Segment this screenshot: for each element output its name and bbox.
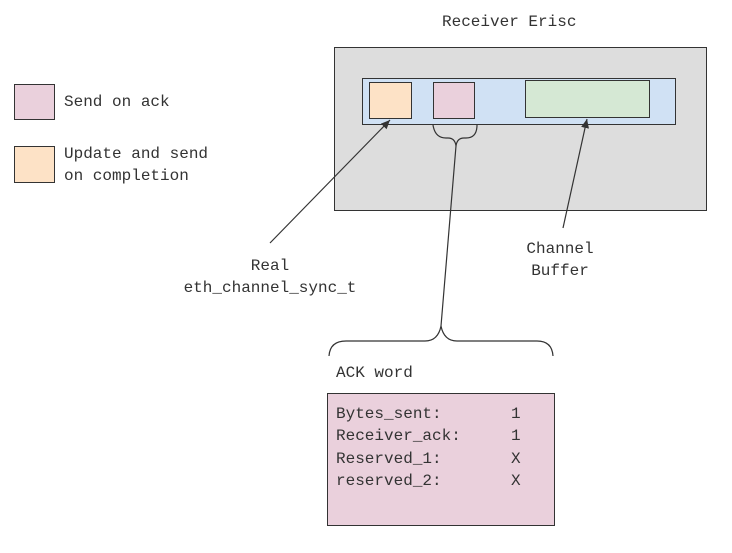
ack-field-value: 1 xyxy=(511,405,521,423)
ack-word-box xyxy=(327,393,555,526)
ack-field-name: Reserved_1: xyxy=(336,450,442,468)
arrow-to-buffer xyxy=(562,118,589,229)
ack-field-value: 1 xyxy=(511,427,521,445)
legend-swatch-send-on-ack xyxy=(14,84,55,120)
ack-field-value: X xyxy=(511,450,521,468)
legend-swatch-update-and-send xyxy=(14,146,55,183)
legend-label-send-on-ack: Send on ack xyxy=(64,93,170,111)
ack-field-name: reserved_2: xyxy=(336,472,442,490)
ack-word-block xyxy=(433,82,475,119)
arrow-to-sync xyxy=(269,119,391,244)
eth-channel-sync-block xyxy=(369,82,412,119)
ack-field-name: Bytes_sent: xyxy=(336,405,442,423)
receiver-title: Receiver Erisc xyxy=(442,13,577,31)
channel-buffer-block xyxy=(525,80,650,118)
big-brace xyxy=(328,325,554,357)
small-brace xyxy=(432,124,478,147)
brace-connector xyxy=(440,145,457,327)
ack-field-value: X xyxy=(511,472,521,490)
real-sync-label: Real eth_channel_sync_t xyxy=(183,257,357,297)
channel-buffer-label: Channel Buffer xyxy=(526,240,594,280)
receiver-erisc-box xyxy=(334,47,707,211)
ack-word-title: ACK word xyxy=(336,364,413,382)
ack-field-name: Receiver_ack: xyxy=(336,427,461,445)
legend-label-update-and-send: Update and send on completion xyxy=(64,145,209,185)
